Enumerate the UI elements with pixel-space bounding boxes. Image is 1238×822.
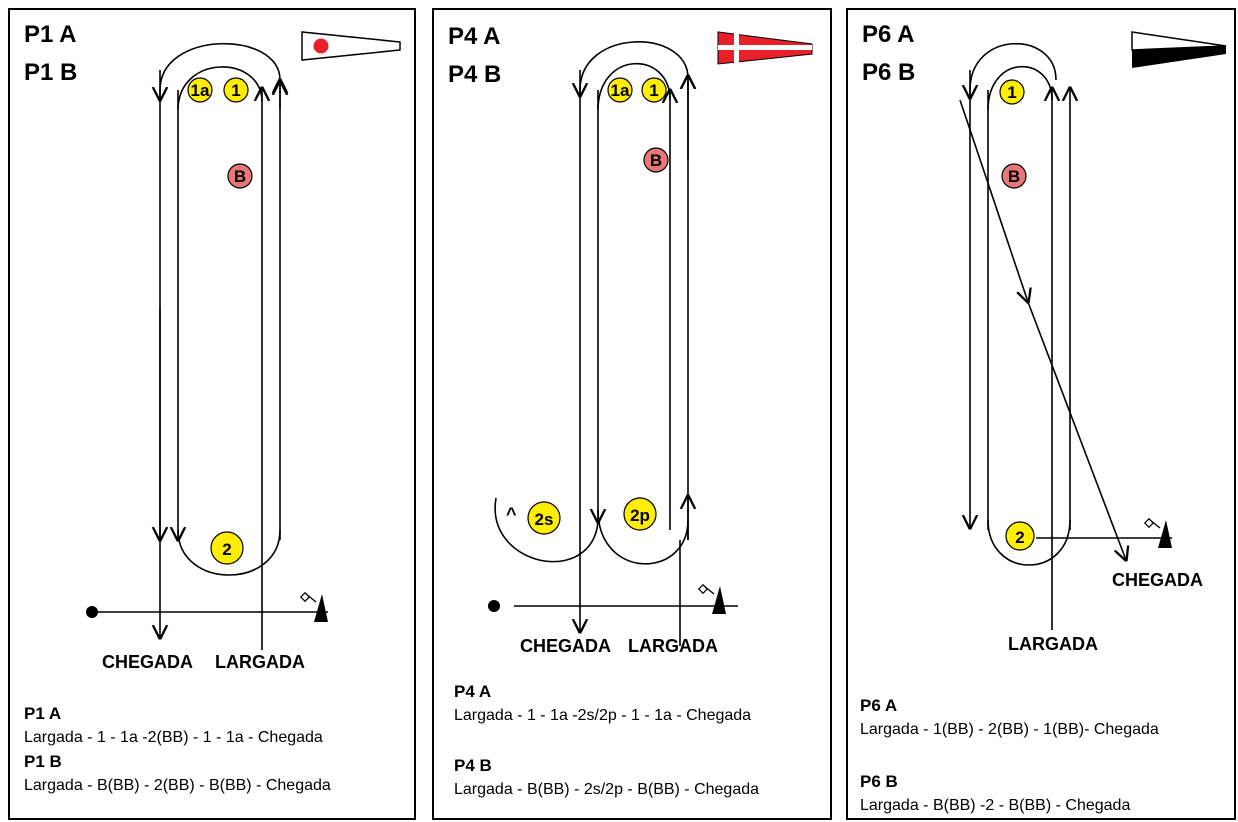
svg-text:1a: 1a — [611, 81, 630, 100]
mark-1a: 1a — [607, 77, 633, 103]
svg-text:1: 1 — [231, 81, 240, 100]
course-diagram: 1a 1 B 2 CHEGADA LARGADA — [86, 31, 401, 672]
course-panel-p4: P4 A P4 B ^ — [432, 8, 832, 820]
mark-2s: 2s — [527, 501, 561, 535]
mark-2p: 2p — [623, 497, 657, 531]
pennant-red-white-cross-icon — [717, 31, 813, 65]
start-label: LARGADA — [215, 652, 305, 672]
svg-text:2: 2 — [222, 540, 231, 559]
svg-text:B: B — [234, 167, 246, 186]
mark-1: 1 — [999, 79, 1025, 105]
start-label: LARGADA — [628, 636, 718, 656]
course-title-a: P6 A — [862, 21, 915, 48]
course-desc-route: Largada - B(BB) -2 - B(BB) - Chegada — [860, 797, 1131, 814]
course-desc-name: P4 A — [454, 682, 492, 701]
course-description: P1 A Largada - 1 - 1a -2(BB) - 1 - 1a - … — [24, 702, 404, 798]
start-label: LARGADA — [1008, 634, 1098, 654]
svg-text:1: 1 — [1007, 83, 1016, 102]
course-description: P6 A Largada - 1(BB) - 2(BB) - 1(BB)- Ch… — [860, 694, 1230, 818]
course-desc-name: P4 B — [454, 756, 492, 775]
committee-boat-flag-icon — [697, 583, 726, 614]
course-desc-name: P1 A — [24, 704, 62, 723]
mark-2: 2 — [1005, 521, 1035, 551]
course-diagram: 1 B 2 CHEGADA LARGADA — [959, 31, 1227, 654]
committee-boat-flag-icon — [299, 591, 328, 622]
svg-text:2p: 2p — [630, 506, 650, 525]
finish-label: CHEGADA — [1112, 570, 1203, 590]
mark-1: 1 — [223, 77, 249, 103]
caret-symbol: ^ — [506, 504, 517, 524]
course-desc-name: P6 B — [860, 772, 898, 791]
course-desc-route: Largada - 1 - 1a -2(BB) - 1 - 1a - Chega… — [24, 729, 323, 746]
finish-label: CHEGADA — [520, 636, 611, 656]
svg-text:2s: 2s — [535, 510, 554, 529]
mark-2: 2 — [210, 531, 244, 565]
course-desc-route: Largada - 1(BB) - 2(BB) - 1(BB)- Chegada — [860, 721, 1159, 738]
course-desc-route: Largada - B(BB) - 2s/2p - B(BB) - Chegad… — [454, 781, 760, 798]
pin-buoy-icon — [488, 600, 500, 612]
finish-label: CHEGADA — [102, 652, 193, 672]
mark-b: B — [1001, 163, 1027, 189]
course-desc-name: P6 A — [860, 696, 898, 715]
committee-boat-flag-icon — [1143, 517, 1172, 548]
svg-text:1a: 1a — [191, 81, 210, 100]
svg-text:2: 2 — [1015, 528, 1024, 547]
pennant-white-black-icon — [1131, 31, 1227, 68]
svg-text:1: 1 — [649, 81, 658, 100]
mark-1a: 1a — [187, 77, 213, 103]
course-title-b: P6 B — [862, 59, 916, 86]
svg-text:B: B — [1008, 167, 1020, 186]
svg-text:B: B — [650, 151, 662, 170]
course-title-b: P1 B — [24, 59, 78, 86]
course-diagram: ^ 1a 1 B 2s 2p CHEGADA — [488, 31, 813, 656]
course-panel-p6: P6 A P6 B 1 — [846, 8, 1236, 820]
course-desc-route: Largada - 1 - 1a -2s/2p - 1 - 1a - Chega… — [454, 707, 752, 724]
pennant-red-dot-icon — [301, 31, 401, 61]
course-line-outer — [159, 42, 281, 91]
course-desc-name: P1 B — [24, 752, 62, 771]
course-title-a: P4 A — [448, 23, 501, 50]
course-panel-p1: P1 A P1 B 1a — [8, 8, 416, 820]
mark-1: 1 — [641, 77, 667, 103]
course-description: P4 A Largada - 1 - 1a -2s/2p - 1 - 1a - … — [454, 680, 824, 802]
course-title-a: P1 A — [24, 21, 77, 48]
course-desc-route: Largada - B(BB) - 2(BB) - B(BB) - Chegad… — [24, 777, 331, 794]
pin-buoy-icon — [86, 606, 98, 618]
mark-b: B — [643, 147, 669, 173]
mark-b: B — [227, 163, 253, 189]
course-title-b: P4 B — [448, 61, 502, 88]
